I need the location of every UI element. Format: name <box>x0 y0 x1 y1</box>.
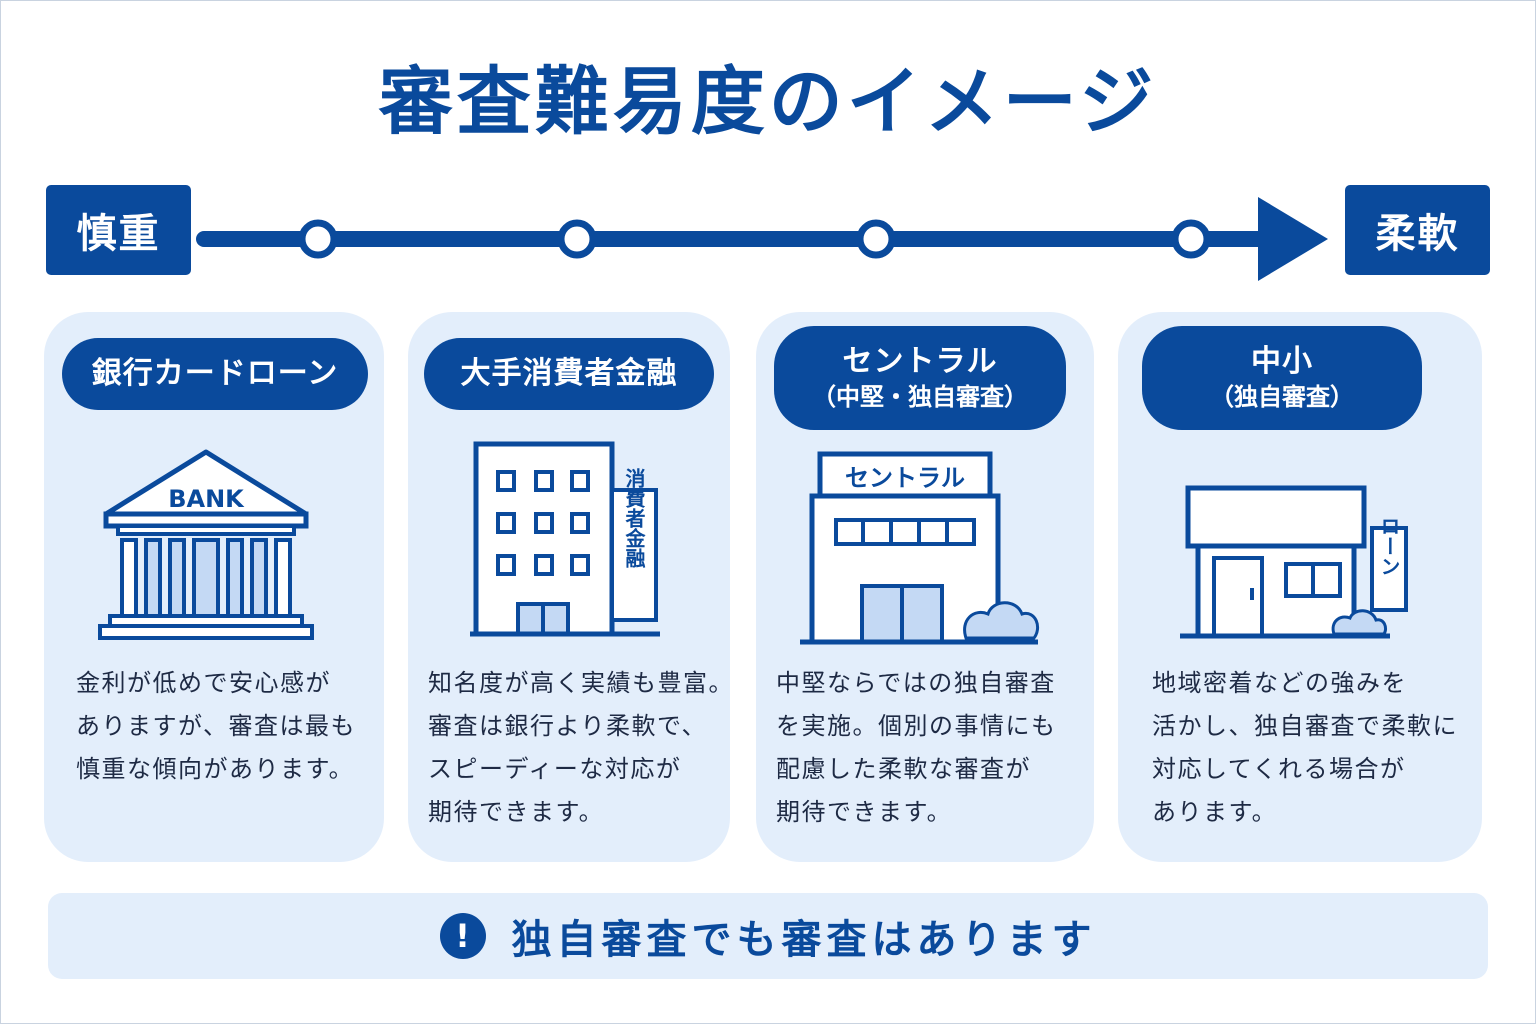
scale-marker-3 <box>856 219 896 259</box>
central-sign-text: セントラル <box>845 464 965 492</box>
card-description: 中堅ならではの独自審査 を実施。個別の事情にも 配慮した柔軟な審査が 期待できま… <box>776 669 1057 826</box>
card-title: 大手消費者金融 <box>460 356 678 391</box>
loan-sign-text: ローン <box>1377 516 1401 576</box>
card-description: 金利が低めで安心感が ありますが、審査は最も 慎重な傾向があります。 <box>76 669 357 783</box>
scale-marker-1 <box>298 219 338 259</box>
exclamation-icon: ! <box>439 913 486 959</box>
scale-label-flexible: 柔軟 <box>1345 185 1490 275</box>
card-title: 銀行カードローン <box>91 356 339 391</box>
card-title-pill: 銀行カードローン <box>62 338 368 410</box>
bank-sign-text: BANK <box>168 485 245 513</box>
office-building-icon: 消費者金融 <box>470 441 660 637</box>
card-title-pill: 中小 （独自審査） <box>1142 326 1422 430</box>
page-title: 審査難易度のイメージ <box>378 59 1158 145</box>
scale-marker-2 <box>557 219 597 259</box>
card-title: セントラル <box>842 344 998 379</box>
footer-text: 独自審査でも審査はあります <box>511 917 1097 963</box>
card-title-pill: セントラル （中堅・独自審査） <box>774 326 1066 430</box>
card-subtitle: （独自審査） <box>1210 383 1354 411</box>
scale-label-strict: 慎重 <box>46 185 191 275</box>
consumer-finance-sign-text: 消費者金融 <box>622 467 646 569</box>
bank-building-icon: BANK <box>98 449 314 640</box>
card-description: 地域密着などの強みを 活かし、独自審査で柔軟に 対応してくれる場合が あります。 <box>1152 669 1458 826</box>
scale-marker-4 <box>1171 219 1211 259</box>
card-title: 中小 <box>1251 344 1313 379</box>
card-subtitle: （中堅・独自審査） <box>812 383 1028 411</box>
card-description: 知名度が高く実績も豊富。 審査は銀行より柔軟で、 スピーディーな対応が 期待でき… <box>428 669 734 826</box>
central-building-icon: セントラル <box>800 451 1039 645</box>
scale-arrowhead <box>1258 197 1328 281</box>
difficulty-scale-arrow <box>196 197 1328 281</box>
card-title-pill: 大手消費者金融 <box>424 338 714 410</box>
footer-notice: ! 独自審査でも審査はあります <box>48 893 1488 979</box>
small-shop-icon: ローン <box>1180 485 1408 639</box>
